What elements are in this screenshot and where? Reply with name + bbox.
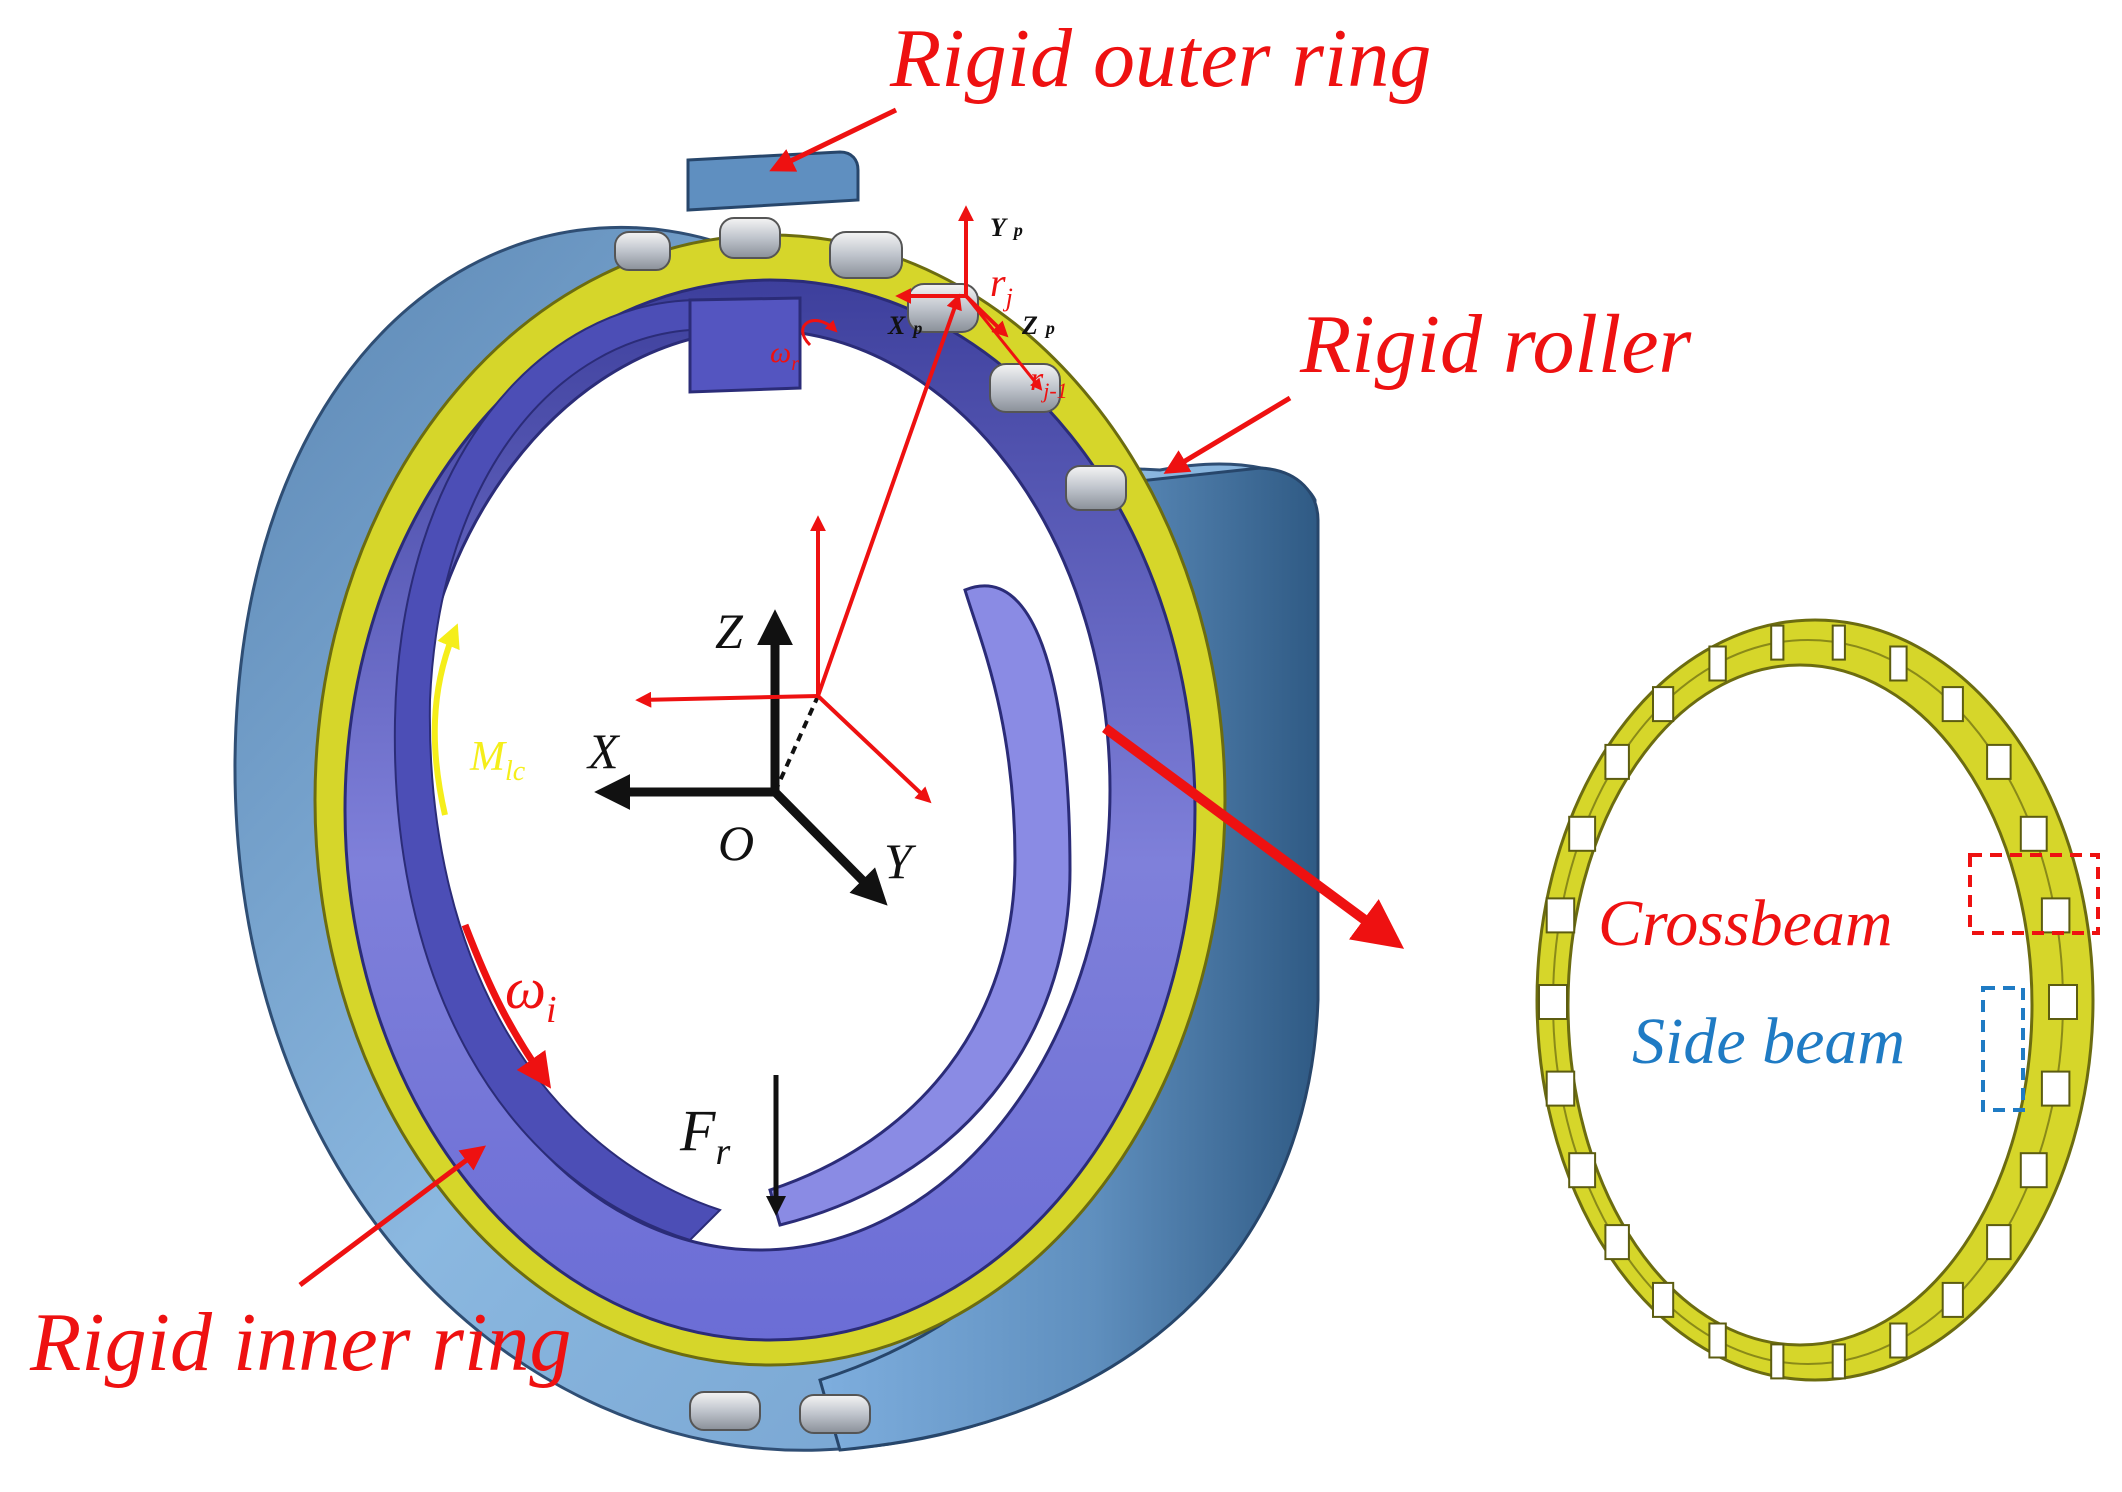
y-axis xyxy=(771,788,888,906)
roller xyxy=(614,231,671,271)
cage-pocket xyxy=(1538,984,1568,1020)
roller xyxy=(829,231,903,279)
cage-pockets xyxy=(1538,624,2078,1380)
cage-pocket xyxy=(2040,1070,2071,1107)
inner-ring-right-wall xyxy=(768,584,1072,1227)
cage-pocket xyxy=(1889,1322,1908,1359)
global-frame xyxy=(594,609,888,906)
cage-pocket xyxy=(2019,1152,2048,1189)
roller xyxy=(799,1394,871,1434)
side-beam-box xyxy=(1981,986,2025,1112)
axis-label-y: Y xyxy=(884,833,917,889)
label-roller: Rigid roller xyxy=(1299,298,1692,391)
cage-pocket xyxy=(1604,1224,1630,1261)
cage-pocket xyxy=(1568,815,1597,852)
cage-pocket xyxy=(1604,743,1630,780)
roller-frame xyxy=(895,205,1043,391)
offset-dashed xyxy=(773,695,820,793)
rj1-vector xyxy=(964,295,1043,391)
cage-pocket xyxy=(1941,1281,1964,1318)
label-outer-ring: Rigid outer ring xyxy=(889,12,1431,105)
omega-i-arrow xyxy=(461,923,552,1089)
symbol-radial-force: Fr xyxy=(679,1098,730,1173)
cage-pocket xyxy=(1986,743,2012,780)
cage-pocket xyxy=(1568,1152,1597,1189)
cage-detail xyxy=(1535,618,2100,1382)
axis-label-origin: O xyxy=(718,815,754,871)
cage-frame xyxy=(635,293,962,804)
axis-label-x: X xyxy=(586,723,621,779)
cage-rollers-top xyxy=(614,217,1127,1434)
inner-ring-lip xyxy=(393,298,722,1242)
position-vector xyxy=(816,293,962,697)
crossbeam-box xyxy=(1968,853,2100,935)
moment-arrow xyxy=(431,623,460,816)
annotation-arrows xyxy=(298,107,1405,1287)
axis-label-z: Z xyxy=(715,603,744,659)
outer-ring-pointer xyxy=(769,107,898,172)
cage-pocket xyxy=(1770,624,1785,661)
cage-pocket xyxy=(1889,645,1908,682)
cage-left-axis xyxy=(635,691,819,708)
cage-pocket xyxy=(2048,984,2078,1020)
cage-callout-arrow xyxy=(1102,723,1405,949)
cage-pocket xyxy=(1986,1224,2012,1261)
cage-pocket xyxy=(1831,1343,1846,1380)
cage-pocket xyxy=(1545,1070,1576,1107)
cage-pocket xyxy=(1770,1343,1785,1380)
roller xyxy=(689,1391,761,1431)
label-crossbeam: Crossbeam xyxy=(1598,887,1893,960)
cage-diag-axis xyxy=(816,694,932,804)
roller xyxy=(989,363,1061,413)
omega-r-arrow xyxy=(801,319,838,347)
cage-pocket xyxy=(1545,897,1576,934)
labels: Rigid outer ring Rigid roller Rigid inne… xyxy=(29,12,1905,1389)
cage-pocket xyxy=(2019,815,2048,852)
cage-pocket xyxy=(1831,624,1846,661)
symbol-omega-i: ωi xyxy=(505,956,557,1031)
symbol-moment: Mlc xyxy=(469,734,526,787)
cage-pocket xyxy=(1941,686,1964,723)
inner-ring-pointer xyxy=(298,1145,486,1287)
roller xyxy=(719,217,781,259)
roller xyxy=(1065,465,1127,511)
cage-pocket xyxy=(1708,1322,1727,1359)
symbol-rj1: rj-1 xyxy=(1030,361,1068,403)
label-side-beam: Side beam xyxy=(1632,1005,1905,1078)
cage-pocket xyxy=(1652,1281,1675,1318)
cage-pocket xyxy=(1708,645,1727,682)
label-inner-ring: Rigid inner ring xyxy=(29,1296,571,1389)
symbol-rj: rj xyxy=(990,260,1013,312)
roller-pointer xyxy=(1163,395,1292,474)
cage-pocket xyxy=(2040,897,2071,934)
symbol-omega-r: ωr xyxy=(770,336,799,375)
inner-ring-cut-end xyxy=(688,296,802,394)
outer-ring-top-stub xyxy=(686,150,860,212)
cage-pocket xyxy=(1652,686,1675,723)
